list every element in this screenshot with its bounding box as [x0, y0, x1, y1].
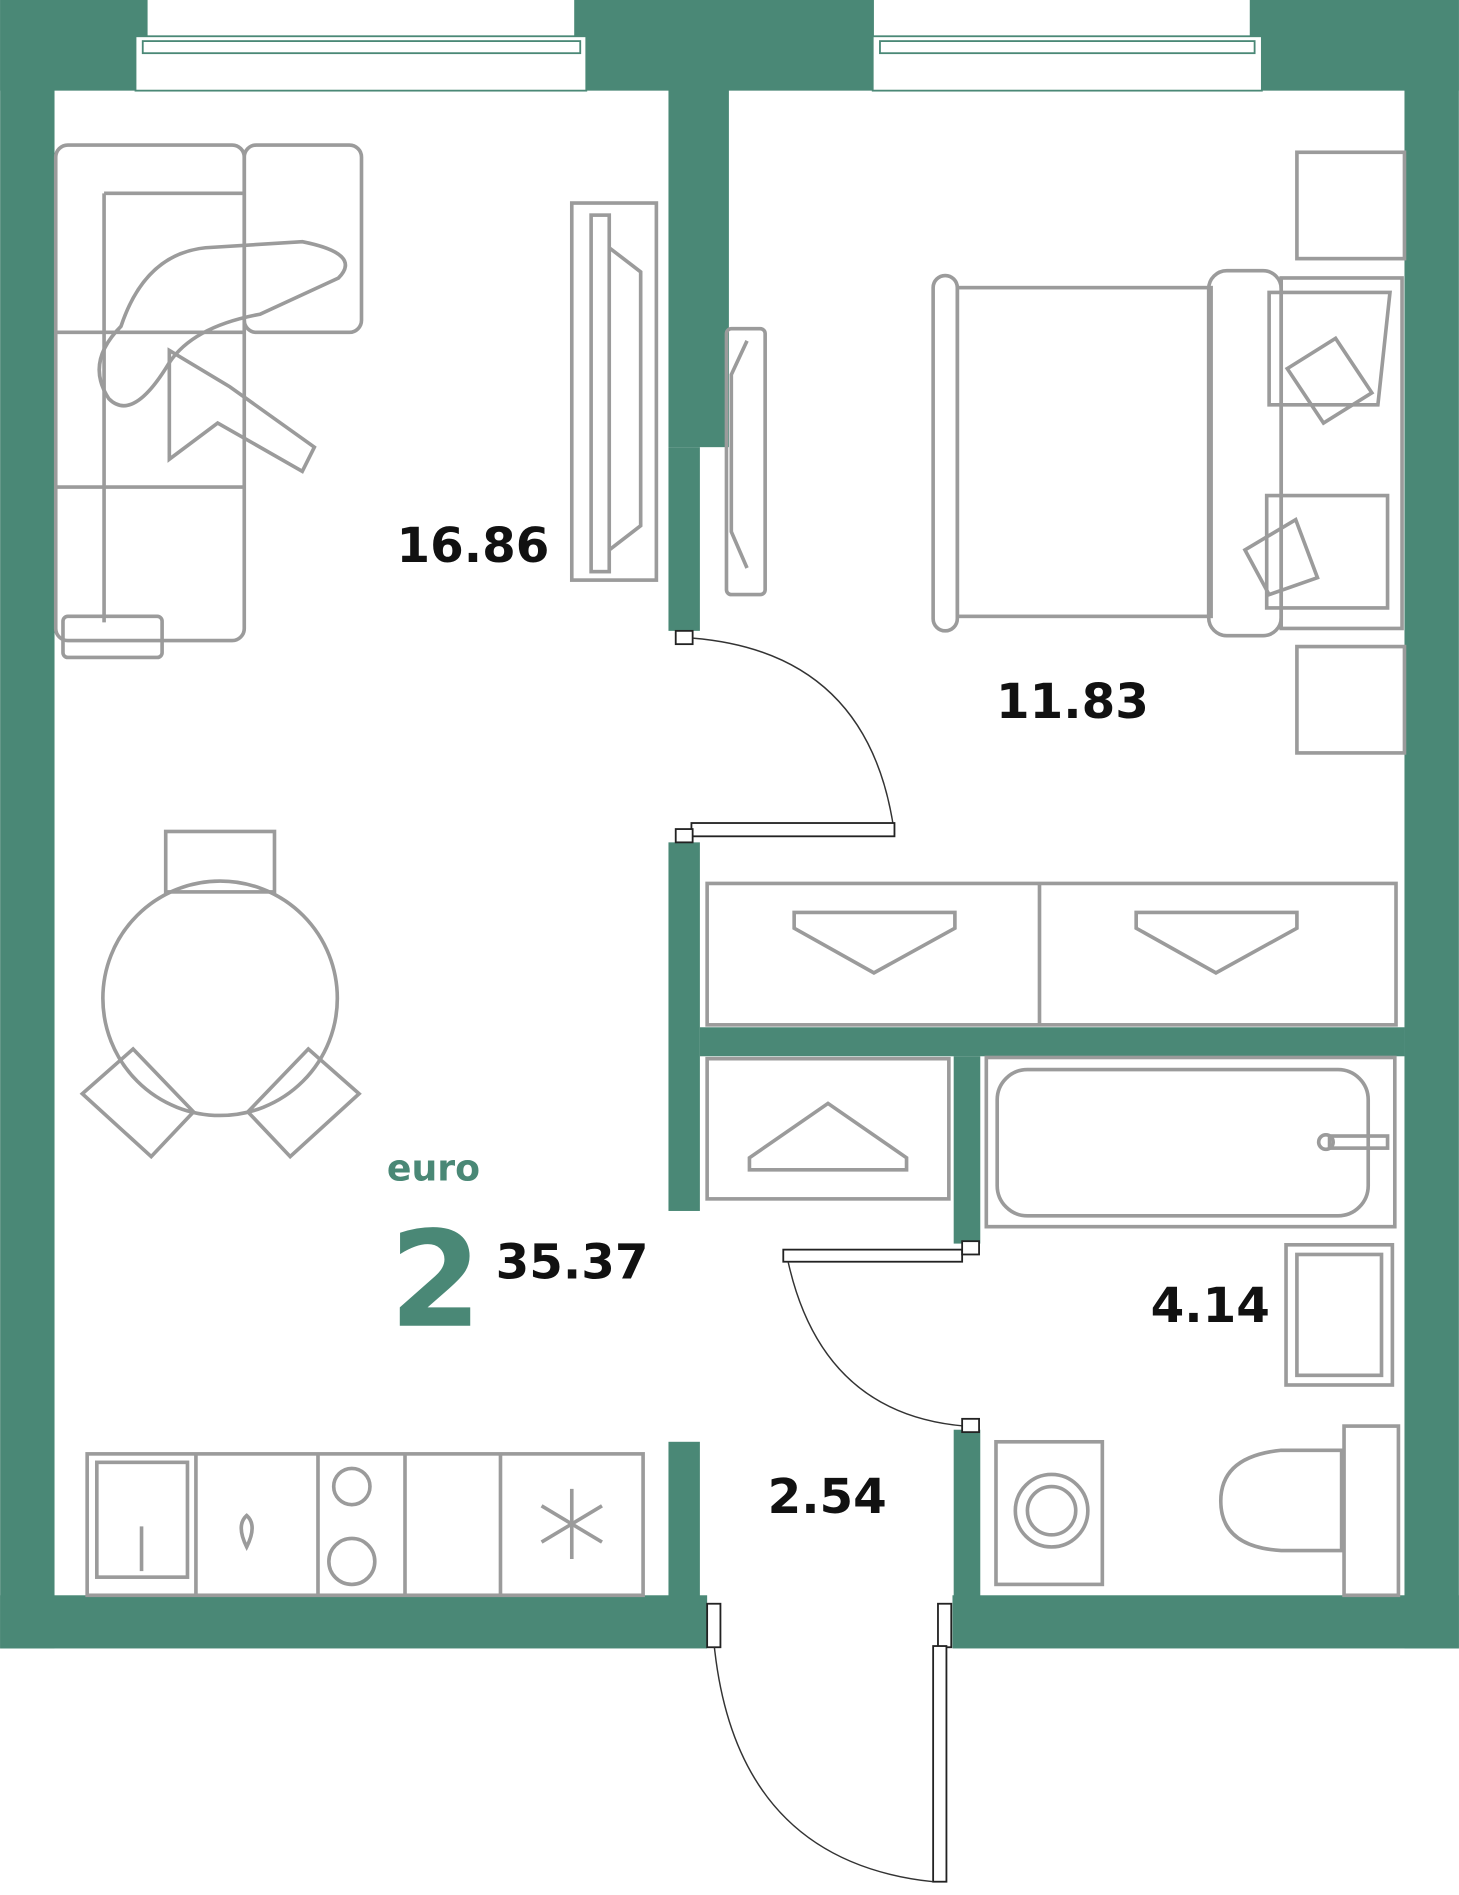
wardrobe — [705, 881, 1398, 1201]
kitchen — [85, 1452, 645, 1598]
bed — [931, 150, 1407, 755]
bathroom-area-label: 4.14 — [1151, 1278, 1270, 1334]
bathtub — [984, 1055, 1397, 1229]
tv-unit — [569, 201, 767, 597]
sofa — [53, 143, 364, 660]
bedroom-area-label: 11.83 — [996, 674, 1149, 730]
washing-machine — [994, 1439, 1105, 1587]
sink — [1284, 1242, 1395, 1387]
dining-table — [79, 829, 362, 1160]
apartment-type-label: euro — [387, 1147, 480, 1190]
total-area-label: 35.37 — [496, 1235, 649, 1291]
windows — [134, 35, 1263, 92]
toilet — [1218, 1424, 1401, 1598]
walls — [0, 0, 1459, 1649]
room-count-label: 2 — [389, 1204, 482, 1358]
living-area-label: 16.86 — [397, 518, 550, 574]
snowflake-icon — [540, 1488, 603, 1560]
hallway-area-label: 2.54 — [768, 1469, 887, 1525]
labels: 16.86 11.83 4.14 2.54 euro 2 35.37 — [387, 518, 1270, 1525]
doors — [674, 629, 980, 1883]
furniture — [53, 143, 1407, 1598]
